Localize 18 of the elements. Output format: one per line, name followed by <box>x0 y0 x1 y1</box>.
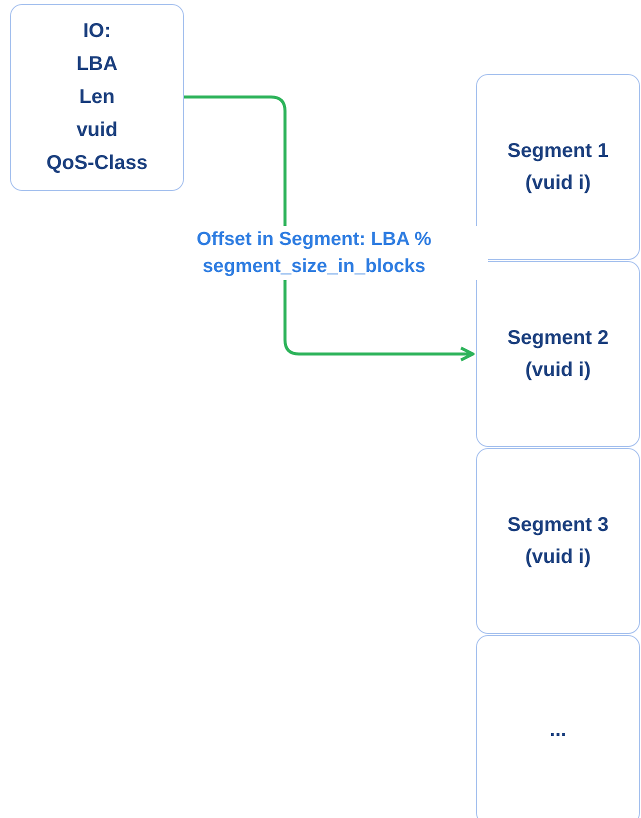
node-text: Segment 2 <box>507 326 609 351</box>
segment-box <box>476 448 640 634</box>
node-text: LBA <box>76 52 118 77</box>
node-text: Len <box>79 85 115 110</box>
node-text: QoS-Class <box>46 151 148 176</box>
node-text: Segment 3 <box>507 513 609 538</box>
segment-box <box>476 261 640 447</box>
segment-box <box>476 635 640 818</box>
arrow <box>184 96 474 362</box>
segment-box <box>476 74 640 260</box>
node-text: vuid <box>76 118 118 143</box>
io-box <box>10 4 184 191</box>
node-text: IO: <box>83 19 111 44</box>
node-text: ... <box>550 718 566 743</box>
node-text: (vuid i) <box>525 171 591 196</box>
node-text: (vuid i) <box>525 358 591 383</box>
node-text: Segment 1 <box>507 139 609 164</box>
node-text: (vuid i) <box>525 545 591 570</box>
